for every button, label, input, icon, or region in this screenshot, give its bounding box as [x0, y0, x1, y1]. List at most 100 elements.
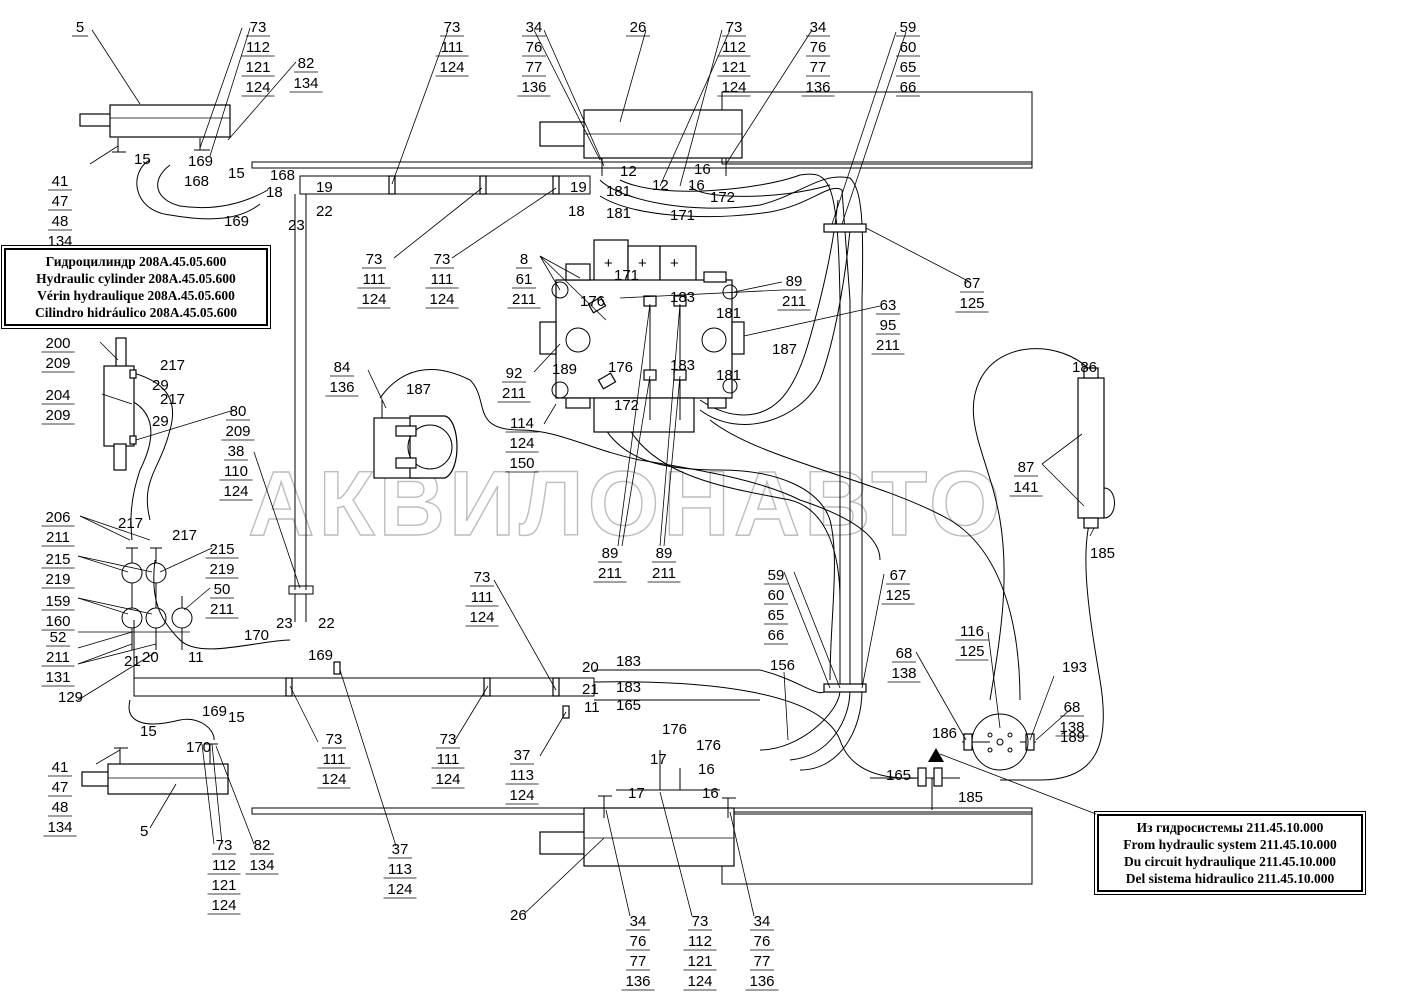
- callout-number: 124: [721, 79, 746, 96]
- position-label: 171: [614, 267, 639, 284]
- callout-number: 48: [52, 213, 69, 230]
- callout-number: 219: [45, 571, 70, 588]
- position-label: 12: [652, 177, 669, 194]
- callout-number: 76: [754, 933, 771, 950]
- callout-number: 124: [509, 435, 534, 452]
- callout-number: 68: [896, 645, 913, 662]
- callout-number: 209: [45, 355, 70, 372]
- callout-number: 80: [230, 403, 247, 420]
- position-label: 176: [580, 293, 605, 310]
- caption-hydrosystem-fr: Du circuit hydraulique 211.45.10.000: [1123, 854, 1337, 869]
- callout-number: 124: [509, 787, 534, 804]
- callout-number: 67: [964, 275, 981, 292]
- callout-number: 59: [768, 567, 785, 584]
- callout-number: 77: [810, 59, 827, 76]
- svg-text:+: +: [638, 255, 647, 272]
- position-label: 16: [698, 761, 715, 778]
- small-cylinder-left: [103, 337, 137, 471]
- callout-number: 121: [245, 59, 270, 76]
- callout-number: 73: [440, 731, 457, 748]
- position-label: 171: [670, 207, 695, 224]
- callout-number: 77: [630, 953, 647, 970]
- callout-number: 136: [805, 79, 830, 96]
- callout-number: 121: [211, 877, 236, 894]
- caption-cylinder-ru: Гидроцилиндр 208А.45.05.600: [45, 254, 227, 269]
- callout-number: 124: [211, 897, 236, 914]
- callout-number: 215: [45, 551, 70, 568]
- position-label: 181: [716, 305, 741, 322]
- callout-number: 134: [47, 819, 72, 836]
- callout-number: 82: [254, 837, 271, 854]
- position-label: 176: [662, 721, 687, 738]
- callout-number: 124: [387, 881, 412, 898]
- callout-number: 73: [726, 19, 743, 36]
- position-label: 183: [616, 679, 641, 696]
- callout-number: 136: [521, 79, 546, 96]
- callout-number: 41: [52, 173, 69, 190]
- callout-number: 113: [510, 767, 534, 784]
- callout-number: 76: [630, 933, 647, 950]
- position-label: 185: [958, 789, 983, 806]
- pipes: [128, 159, 1104, 810]
- callout-number: 84: [334, 359, 351, 376]
- position-label: 15: [228, 165, 245, 182]
- callout-number: 89: [786, 273, 803, 290]
- callout-number: 138: [891, 665, 916, 682]
- callout-number: 73: [366, 251, 383, 268]
- callout-number: 211: [782, 293, 806, 310]
- callout-number: 92: [506, 365, 523, 382]
- position-label: 186: [932, 725, 957, 742]
- position-label: 189: [1060, 729, 1085, 746]
- callout-number: 141: [1013, 479, 1038, 496]
- callout-number: 211: [512, 291, 536, 308]
- callout-number: 116: [960, 623, 984, 640]
- position-label: 176: [696, 737, 721, 754]
- position-label: 29: [152, 413, 169, 430]
- position-label: 169: [308, 647, 333, 664]
- cylinder-bottom-right: [539, 795, 736, 867]
- callout-number: 211: [876, 337, 900, 354]
- callout-number: 65: [900, 59, 917, 76]
- callout-number: 73: [444, 19, 461, 36]
- cylinder-top-right: [539, 109, 743, 176]
- callout-number: 50: [214, 581, 231, 598]
- callout-number: 134: [293, 75, 318, 92]
- callout-number: 124: [435, 771, 460, 788]
- callout-number: 112: [246, 39, 270, 56]
- position-label: 15: [140, 723, 157, 740]
- callout-number: 124: [223, 483, 248, 500]
- callout-number: 87: [1018, 459, 1035, 476]
- callout-number: 211: [210, 601, 234, 618]
- position-label: 11: [188, 649, 204, 666]
- callout-number: 136: [329, 379, 354, 396]
- callout-number: 77: [754, 953, 771, 970]
- position-label: 170: [244, 627, 269, 644]
- callout-stack: 26: [626, 19, 650, 37]
- ball-valves: [121, 547, 193, 650]
- callout-number: 66: [768, 627, 785, 644]
- callout-number: 111: [363, 271, 386, 288]
- callout-number: 136: [625, 973, 650, 990]
- callout-number: 125: [959, 643, 984, 660]
- position-label: 181: [606, 183, 631, 200]
- callout-number: 131: [45, 669, 70, 686]
- position-label: 185: [1090, 545, 1115, 562]
